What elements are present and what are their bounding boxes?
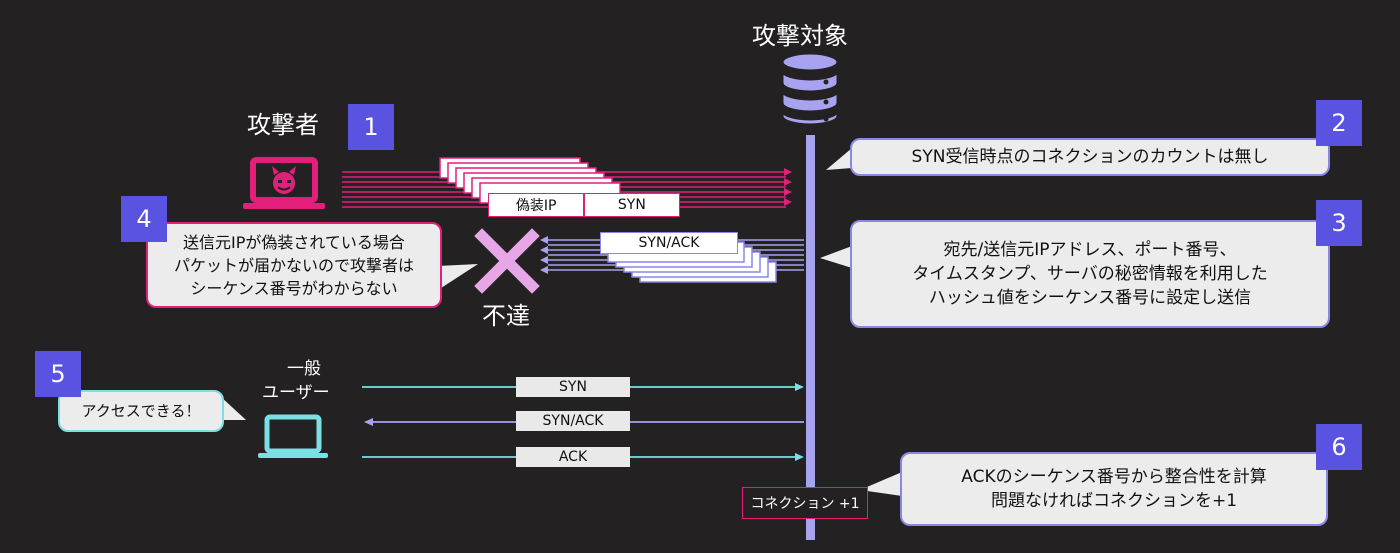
note-4-line-1: 送信元IPが偽装されている場合 bbox=[183, 232, 405, 252]
step-badge-3: 3 bbox=[1316, 200, 1362, 246]
attacker-title: 攻撃者 bbox=[247, 111, 319, 139]
laptop-icon bbox=[258, 414, 328, 458]
database-icon bbox=[780, 51, 840, 127]
syn-flood-arrowheads bbox=[784, 168, 792, 206]
user-title-line-2: ユーザー bbox=[262, 383, 330, 403]
devil-laptop-icon bbox=[243, 157, 325, 209]
synack-packet: SYN/ACK bbox=[600, 232, 738, 254]
spoofed-packet-stack bbox=[439, 157, 621, 204]
user-syn-packet: SYN bbox=[516, 377, 630, 397]
note-3-line-3: ハッシュ値をシーケンス番号に設定し送信 bbox=[928, 288, 1252, 308]
user-ack-packet: ACK bbox=[516, 447, 630, 467]
bubble-tail-4 bbox=[438, 264, 478, 290]
note-bubble-4: 送信元IPが偽装されている場合 パケットが届かないので攻撃者は シーケンス番号が… bbox=[146, 222, 442, 308]
bubble-tail-6 bbox=[860, 472, 902, 496]
note-bubble-2: SYN受信時点のコネクションのカウントは無し bbox=[850, 138, 1330, 176]
note-3-line-1: 宛先/送信元IPアドレス、ポート番号、 bbox=[943, 240, 1237, 260]
syn-field: SYN bbox=[617, 197, 646, 213]
synack-return-arrowheads bbox=[540, 236, 548, 274]
note-bubble-3: 宛先/送信元IPアドレス、ポート番号、 タイムスタンプ、サーバの秘密情報を利用し… bbox=[850, 220, 1330, 328]
user-title-line-1: 一般 bbox=[287, 359, 321, 379]
step-badge-5: 5 bbox=[35, 351, 81, 397]
bubble-tail-3 bbox=[820, 246, 852, 268]
target-title: 攻撃対象 bbox=[752, 22, 848, 50]
step-badge-2: 2 bbox=[1316, 100, 1362, 146]
note-bubble-6: ACKのシーケンス番号から整合性を計算 問題なければコネクションを+1 bbox=[900, 452, 1328, 526]
connection-counter: コネクション +1 bbox=[742, 487, 868, 519]
spoofed-ip-field: 偽装IP bbox=[515, 198, 557, 214]
note-4-line-3: シーケンス番号がわからない bbox=[190, 278, 398, 298]
note-6-line-1: ACKのシーケンス番号から整合性を計算 bbox=[961, 467, 1267, 487]
note-6-line-2: 問題なければコネクションを+1 bbox=[990, 491, 1238, 511]
step-badge-4: 4 bbox=[121, 196, 167, 242]
note-bubble-5: アクセスできる！ bbox=[58, 390, 224, 432]
server-timeline bbox=[806, 135, 815, 540]
bubble-tail-5 bbox=[220, 396, 246, 420]
note-4-line-2: パケットが届かないので攻撃者は bbox=[173, 255, 414, 275]
step-badge-1: 1 bbox=[348, 104, 394, 150]
spoofed-syn-packet: 偽装IP SYN bbox=[488, 193, 680, 217]
database-dots bbox=[823, 79, 829, 122]
unreached-label: 不達 bbox=[482, 302, 530, 330]
step-badge-6: 6 bbox=[1316, 424, 1362, 470]
unreached-cross-icon bbox=[474, 228, 540, 294]
bubble-tail-2 bbox=[826, 148, 852, 170]
user-synack-packet: SYN/ACK bbox=[516, 411, 630, 431]
note-3-line-2: タイムスタンプ、サーバの秘密情報を利用した bbox=[912, 264, 1268, 284]
